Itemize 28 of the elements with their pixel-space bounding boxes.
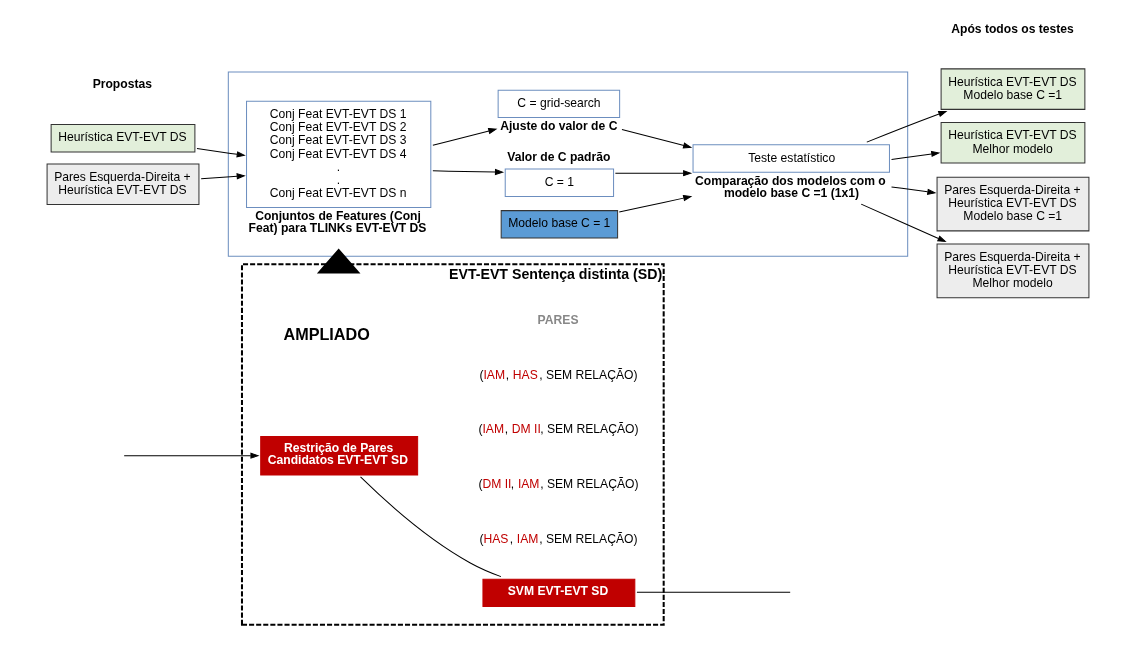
node-label: Ajuste do valor de C bbox=[499, 119, 617, 134]
label: PARES bbox=[537, 313, 578, 328]
label: Propostas bbox=[92, 77, 152, 92]
arrow bbox=[620, 129, 692, 149]
label: (IAM, DM II, SEM RELAÇÃO) bbox=[477, 422, 639, 437]
label: Após todos os testes bbox=[950, 21, 1074, 36]
arrow bbox=[865, 110, 947, 143]
connector bbox=[635, 591, 791, 593]
arrow bbox=[316, 248, 360, 274]
cluster bbox=[227, 71, 908, 257]
label: (DM II, IAM, SEM RELAÇÃO) bbox=[477, 477, 639, 492]
arrow bbox=[618, 195, 692, 213]
node-label: Comparação dos modelos com o modelo base C =1 (1x1) bbox=[694, 173, 886, 201]
arrow bbox=[860, 203, 947, 243]
arrow bbox=[614, 169, 692, 177]
arrow bbox=[890, 150, 940, 160]
label: (IAM, HAS, SEM RELAÇÃO) bbox=[478, 367, 638, 382]
label: (HAS, IAM, SEM RELAÇÃO) bbox=[478, 531, 638, 546]
edge-label: AMPLIADO bbox=[282, 324, 370, 343]
arrow bbox=[431, 168, 504, 176]
arrow bbox=[123, 452, 260, 459]
arrow bbox=[890, 186, 936, 195]
node-label: Valor de C padrão bbox=[506, 149, 610, 164]
connector bbox=[359, 476, 501, 578]
arrow bbox=[200, 173, 246, 180]
arrow bbox=[431, 128, 497, 146]
node-label: Conjuntos de Features (Conj Feat) para TLINKs EVT-EVT DS bbox=[248, 209, 426, 236]
arrow bbox=[195, 147, 246, 158]
